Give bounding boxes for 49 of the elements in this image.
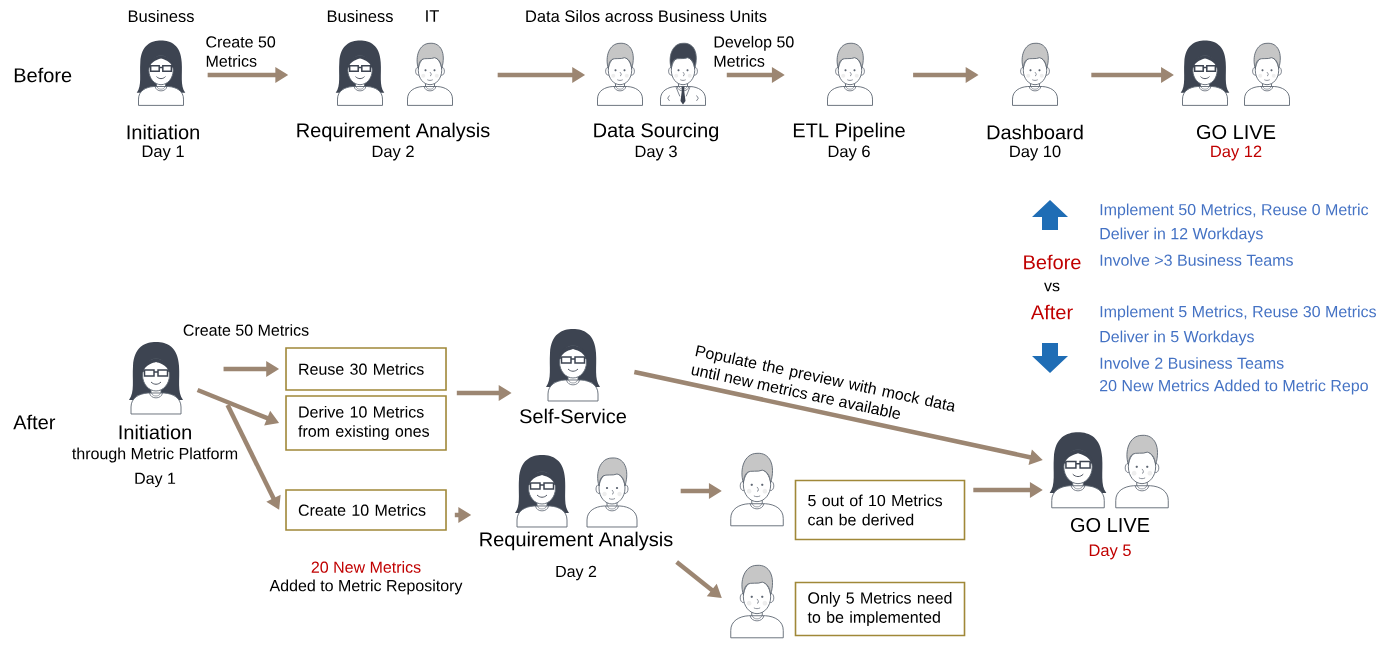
day-label: Day 6: [828, 145, 870, 161]
edge-label: Create 50 Metrics: [206, 36, 276, 67]
process-box: 5 out of 10 Metrics can be derived: [794, 479, 966, 541]
day-label: Day 3: [635, 145, 677, 161]
day-label: Day 2: [372, 145, 414, 161]
day-label: Day 5: [1089, 544, 1131, 560]
day-label: Day 12: [1211, 145, 1262, 161]
avatar-icon: [730, 452, 784, 527]
subtitle: through Metric Platform: [72, 447, 238, 463]
day-label: Day 1: [142, 145, 184, 161]
note: 20 New Metrics: [311, 561, 421, 573]
stage-title: GO LIVE: [1071, 517, 1150, 533]
stage-title: Self-Service: [520, 408, 626, 424]
comparison-text: Implement 5 Metrics, Reuse 30 Metrics: [1100, 305, 1376, 321]
comparison-label: After: [1030, 304, 1073, 320]
comparison-label: Before: [1024, 254, 1081, 270]
stage-title: Data Sourcing: [594, 122, 719, 142]
node-label: Business: [128, 9, 194, 23]
section-label: Before: [14, 67, 72, 83]
comparison-text: Implement 50 Metrics, Reuse 0 Metric: [1100, 203, 1369, 219]
comparison-text: Deliver in 5 Workdays: [1100, 330, 1254, 346]
stage-title: ETL Pipeline: [793, 122, 905, 142]
day-label: Day 1: [135, 472, 176, 488]
stage-title: Dashboard: [987, 124, 1083, 140]
note: Create 50 Metrics: [183, 324, 309, 336]
section-label: After: [13, 414, 56, 430]
stage-title: GO LIVE: [1197, 124, 1276, 140]
node-label: IT: [426, 10, 439, 22]
edge-label: Populate the preview with mock data until new metrics are available: [691, 345, 955, 419]
node-label: Business: [327, 9, 393, 23]
day-label: Day 10: [1010, 145, 1061, 161]
stage-title: Requirement Analysis: [480, 531, 673, 551]
stage-title: Initiation: [119, 424, 191, 440]
stage-title: Initiation: [127, 124, 199, 140]
process-box: Only 5 Metrics need to be implemented: [794, 581, 966, 637]
node-label: Data Silos across Business Units: [526, 9, 767, 23]
comparison-text: Involve 2 Business Teams: [1100, 357, 1284, 369]
comparison-text: Involve >3 Business Teams: [1100, 254, 1293, 266]
process-box: Derive 10 Metrics from existing ones: [285, 395, 447, 451]
comparison-text: 20 New Metrics Added to Metric Repo: [1100, 379, 1368, 395]
comparison-text: Deliver in 12 Workdays: [1100, 227, 1263, 243]
process-box: Create 10 Metrics: [285, 489, 447, 531]
edge-label: Develop 50 Metrics: [714, 35, 794, 67]
stage-title: Requirement Analysis: [297, 122, 490, 142]
note: Added to Metric Repository: [269, 579, 463, 595]
day-label: Day 2: [556, 565, 597, 581]
comparison-label: vs: [1044, 282, 1060, 292]
process-box: Reuse 30 Metrics: [285, 347, 447, 391]
avatar-icon: [730, 564, 784, 639]
